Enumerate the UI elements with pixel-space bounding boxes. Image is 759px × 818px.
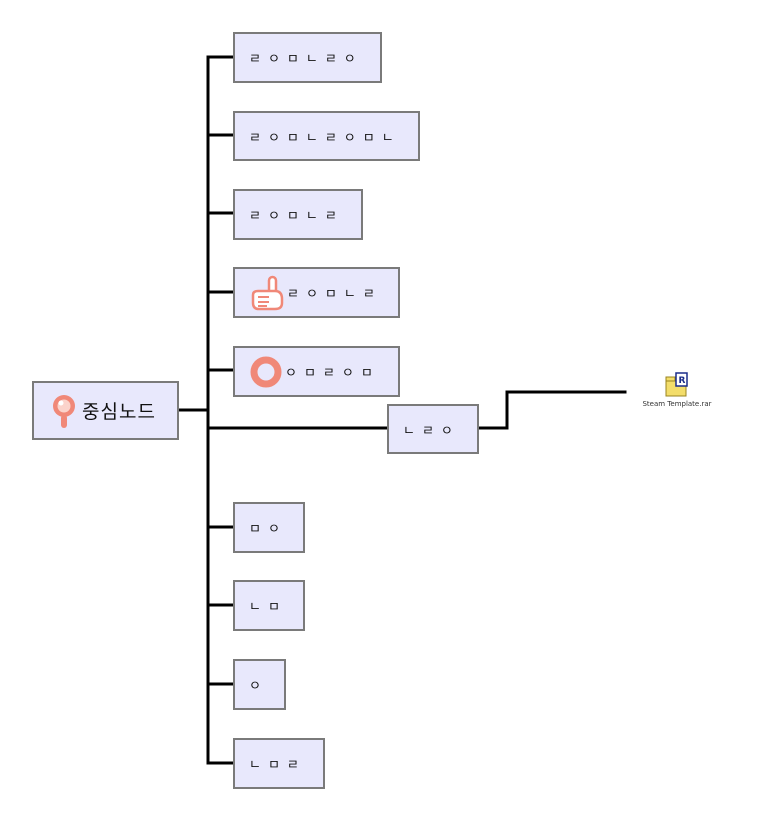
- branch-node-7[interactable]: ㅁㅇ: [233, 502, 305, 553]
- branch-node-10[interactable]: ㄴㅁㄹ: [233, 738, 325, 789]
- branch-label: ㅁㅇ: [249, 522, 287, 537]
- branch-label: ㄹㅇㅁㄴㄹㅇㅁㄴ: [249, 130, 401, 146]
- rar-archive-icon: R: [664, 372, 690, 402]
- branch-label: ㄴㅁㄹ: [249, 758, 306, 773]
- svg-text:R: R: [679, 376, 686, 386]
- branch-label: ㄹㅇㅁㄴㄹ: [249, 209, 344, 224]
- branch-node-5[interactable]: ㅇㅁㄹㅇㅁ: [233, 346, 400, 397]
- branch-label: ㄹㅇㅁㄴㄹ: [287, 287, 382, 302]
- branch-label: ㅇㅁㄹㅇㅁ: [285, 366, 380, 381]
- branch-node-3[interactable]: ㄹㅇㅁㄴㄹ: [233, 189, 363, 240]
- branch-node-4[interactable]: ㄹㅇㅁㄴㄹ: [233, 267, 400, 318]
- branch-node-8[interactable]: ㄴㅁ: [233, 580, 305, 631]
- ring-icon: [249, 355, 283, 389]
- magnifier-icon: [48, 393, 80, 429]
- branch-label: ㄴㄹㅇ: [403, 423, 460, 439]
- branch-label: ㅇ: [249, 679, 268, 694]
- branch-node-1[interactable]: ㄹㅇㅁㄴㄹㅇ: [233, 32, 382, 83]
- branch-label: ㄴㅁ: [249, 600, 287, 615]
- center-node-label: 중심노드: [82, 401, 156, 423]
- attachment-file-name: Steam Template.rar: [642, 400, 712, 408]
- branch-node-6[interactable]: ㄴㄹㅇ: [387, 404, 479, 454]
- center-node[interactable]: 중심노드: [32, 381, 179, 440]
- file-attachment[interactable]: R Steam Template.rar: [627, 372, 727, 412]
- pointing-hand-icon: [249, 275, 285, 311]
- branch-node-2[interactable]: ㄹㅇㅁㄴㄹㅇㅁㄴ: [233, 111, 420, 161]
- branch-label: ㄹㅇㅁㄴㄹㅇ: [249, 52, 363, 67]
- connector-attachment: [476, 390, 627, 430]
- branch-node-9[interactable]: ㅇ: [233, 659, 286, 710]
